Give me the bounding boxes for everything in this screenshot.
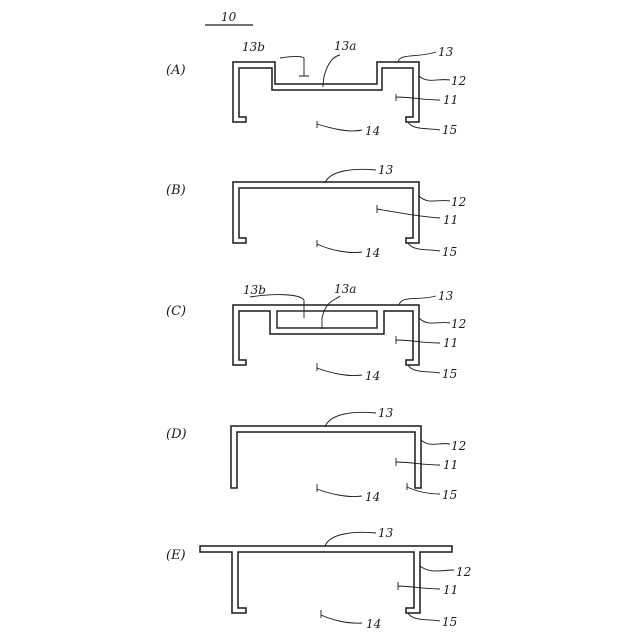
panel-e-label: (E) bbox=[166, 548, 186, 563]
panel-c-inner-chamber bbox=[277, 311, 377, 328]
panel-c-ref-13a: 13a bbox=[334, 282, 356, 296]
panel-b-leader-15 bbox=[408, 243, 440, 251]
panel-a-leader-13a bbox=[323, 55, 340, 87]
panel-b-ref-11: 11 bbox=[443, 213, 458, 227]
panel-a-label: (A) bbox=[166, 63, 186, 78]
panel-d-ref-14: 14 bbox=[365, 490, 380, 504]
panel-e-leader-15 bbox=[408, 613, 440, 621]
panel-d-leader-14 bbox=[317, 484, 362, 497]
panel-d-leader-13 bbox=[325, 412, 376, 427]
panel-c-ref-13b: 13b bbox=[243, 283, 266, 297]
panel-a-leader-12 bbox=[419, 76, 450, 80]
panel-d-label: (D) bbox=[166, 427, 187, 442]
panel-a-leader-14 bbox=[317, 121, 362, 131]
panel-b-ref-13: 13 bbox=[378, 163, 394, 177]
panel-b: (B) 13 12 11 14 15 bbox=[166, 163, 466, 260]
panel-a-ref-11: 11 bbox=[443, 93, 458, 107]
panel-e: (E) 13 12 11 14 15 bbox=[166, 526, 471, 631]
panel-e-ref-14: 14 bbox=[366, 617, 381, 631]
figure-number: 10 bbox=[205, 10, 253, 25]
panel-a-ref-14: 14 bbox=[365, 124, 380, 138]
panel-a-ref-13b: 13b bbox=[242, 40, 265, 54]
panel-a-ref-12: 12 bbox=[451, 74, 466, 88]
panel-c-leader-14 bbox=[317, 363, 362, 376]
panel-d-ref-15: 15 bbox=[442, 488, 457, 502]
panel-b-leader-13 bbox=[325, 169, 376, 183]
panel-d-profile bbox=[231, 426, 421, 488]
panel-a-ref-15: 15 bbox=[442, 123, 457, 137]
panel-b-ref-12: 12 bbox=[451, 195, 466, 209]
panel-d-ref-13: 13 bbox=[378, 406, 394, 420]
panel-e-ref-11: 11 bbox=[443, 583, 458, 597]
panel-e-ref-15: 15 bbox=[442, 615, 457, 629]
panel-b-label: (B) bbox=[166, 183, 186, 198]
panel-c-label: (C) bbox=[166, 304, 186, 319]
panel-e-leader-13 bbox=[325, 532, 376, 546]
panel-d-ref-12: 12 bbox=[451, 439, 466, 453]
panel-a-leader-13b bbox=[280, 57, 309, 77]
panel-e-ref-13: 13 bbox=[378, 526, 394, 540]
panel-c-ref-14: 14 bbox=[365, 369, 380, 383]
panel-b-leader-12 bbox=[419, 196, 450, 201]
panel-c: (C) 13b 13a 13 12 11 14 15 bbox=[166, 282, 466, 383]
panel-d-ref-11: 11 bbox=[443, 458, 458, 472]
panel-c-leader-13 bbox=[399, 296, 436, 305]
panel-d-leader-15 bbox=[407, 483, 440, 494]
panel-a-leader-15 bbox=[408, 122, 440, 130]
panel-b-leader-14 bbox=[317, 240, 362, 253]
panel-a-ref-13: 13 bbox=[438, 45, 454, 59]
panel-c-ref-11: 11 bbox=[443, 336, 458, 350]
panel-e-profile bbox=[200, 546, 452, 613]
panel-b-ref-15: 15 bbox=[442, 245, 457, 259]
panel-d: (D) 13 12 11 14 15 bbox=[166, 406, 466, 504]
panel-b-leader-11 bbox=[377, 205, 440, 218]
panel-a: (A) 13b 13a 13 12 11 14 15 bbox=[166, 39, 466, 138]
panel-a-leader-13 bbox=[398, 52, 436, 62]
panel-b-profile bbox=[233, 182, 419, 243]
figure-number-label: 10 bbox=[221, 10, 237, 24]
panel-c-ref-13: 13 bbox=[438, 289, 454, 303]
panel-c-ref-12: 12 bbox=[451, 317, 466, 331]
panel-e-ref-12: 12 bbox=[456, 565, 471, 579]
panel-a-ref-13a: 13a bbox=[334, 39, 356, 53]
panel-b-ref-14: 14 bbox=[365, 246, 380, 260]
panel-e-leader-12 bbox=[420, 566, 454, 571]
panel-c-ref-15: 15 bbox=[442, 367, 457, 381]
panel-e-leader-14 bbox=[321, 610, 362, 623]
panel-c-leader-15 bbox=[408, 365, 440, 373]
panel-d-leader-12 bbox=[421, 440, 450, 444]
panel-c-leader-12 bbox=[419, 318, 450, 323]
